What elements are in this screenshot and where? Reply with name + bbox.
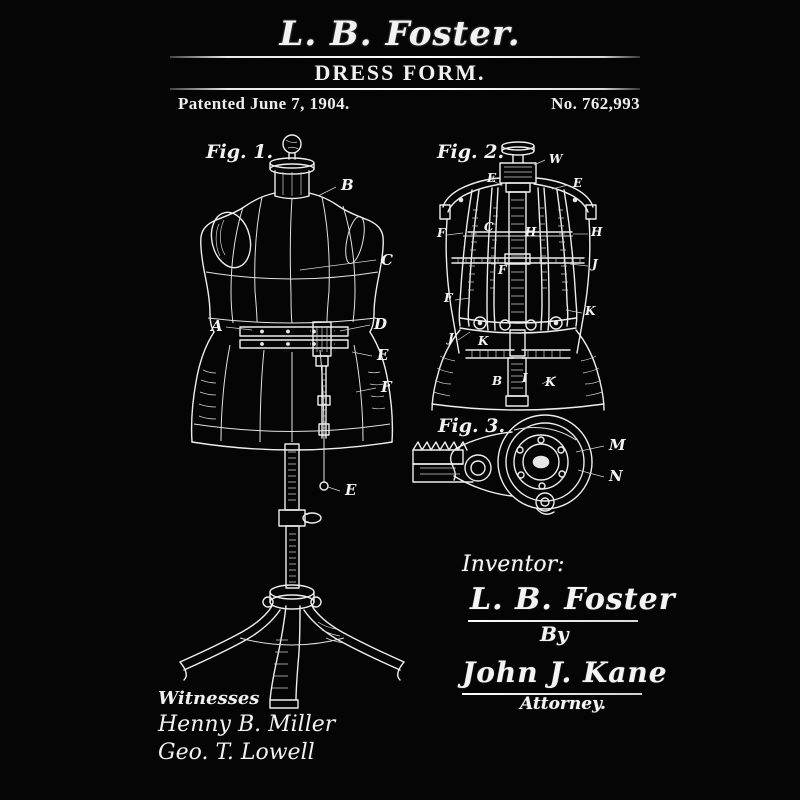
fig2-caption: Fig. 2. <box>437 141 505 163</box>
fig2-ref-K2: K <box>478 334 489 348</box>
fig1-ref-D: D <box>374 315 388 333</box>
fig1-ref-C: C <box>381 251 393 269</box>
fig2-ref-F1: F <box>437 226 446 240</box>
fig2-ref-I: I <box>522 371 528 385</box>
fig3-caption: Fig. 3. <box>438 415 506 437</box>
patent-date: Patented June 7, 1904. <box>178 94 350 113</box>
attorney-label: Attorney. <box>520 694 606 714</box>
fig1-ref-F: F <box>381 378 392 396</box>
attorney-signature: John J. Kane <box>462 656 668 689</box>
witness-signature-1: Henny B. Miller <box>158 712 336 737</box>
fig1-caption: Fig. 1. <box>206 141 274 163</box>
fig2-ref-F2: F <box>498 263 507 277</box>
patent-subject-title: DRESS FORM. <box>314 60 486 85</box>
fig2-ref-W: W <box>549 152 563 166</box>
fig1-ref-E2: E <box>345 481 357 499</box>
page-title-script: L. B. Foster. <box>279 14 521 54</box>
attorney-signature-rule <box>462 693 642 695</box>
fig2-ref-K3: K <box>545 375 556 389</box>
fig2-ref-E1: E <box>487 171 497 185</box>
leader-lines <box>225 159 605 492</box>
patent-number: No. 762,993 <box>551 94 640 113</box>
inventor-label: Inventor: <box>462 552 565 577</box>
fig2-ref-J2: J <box>448 331 454 345</box>
fig2-ref-H1: H <box>525 225 537 239</box>
fig3-ref-M: M <box>609 436 626 454</box>
fig1-ref-E1: E <box>377 346 389 364</box>
fig2-ref-E2: E <box>573 176 583 190</box>
witness-signature-2: Geo. T. Lowell <box>158 740 315 765</box>
fig1-drawing <box>179 134 405 709</box>
fig1-ref-A: A <box>211 317 223 335</box>
fig2-ref-C: C <box>484 220 494 234</box>
by-label: By <box>540 622 569 646</box>
fig2-ref-F3: F <box>444 291 453 305</box>
header-rule-top <box>170 56 640 58</box>
fig2-ref-K1: K <box>585 304 596 318</box>
header-rule-bottom <box>170 88 640 90</box>
fig3-ref-N: N <box>609 467 623 485</box>
witnesses-label: Witnesses <box>158 688 260 709</box>
fig2-ref-H2: H <box>591 225 603 239</box>
inventor-signature-rule <box>468 620 638 622</box>
fig1-ref-B: B <box>341 176 354 194</box>
fig2-ref-J1: J <box>592 257 598 271</box>
fig2-ref-B: B <box>492 374 503 388</box>
inventor-signature: L. B. Foster <box>470 582 676 617</box>
